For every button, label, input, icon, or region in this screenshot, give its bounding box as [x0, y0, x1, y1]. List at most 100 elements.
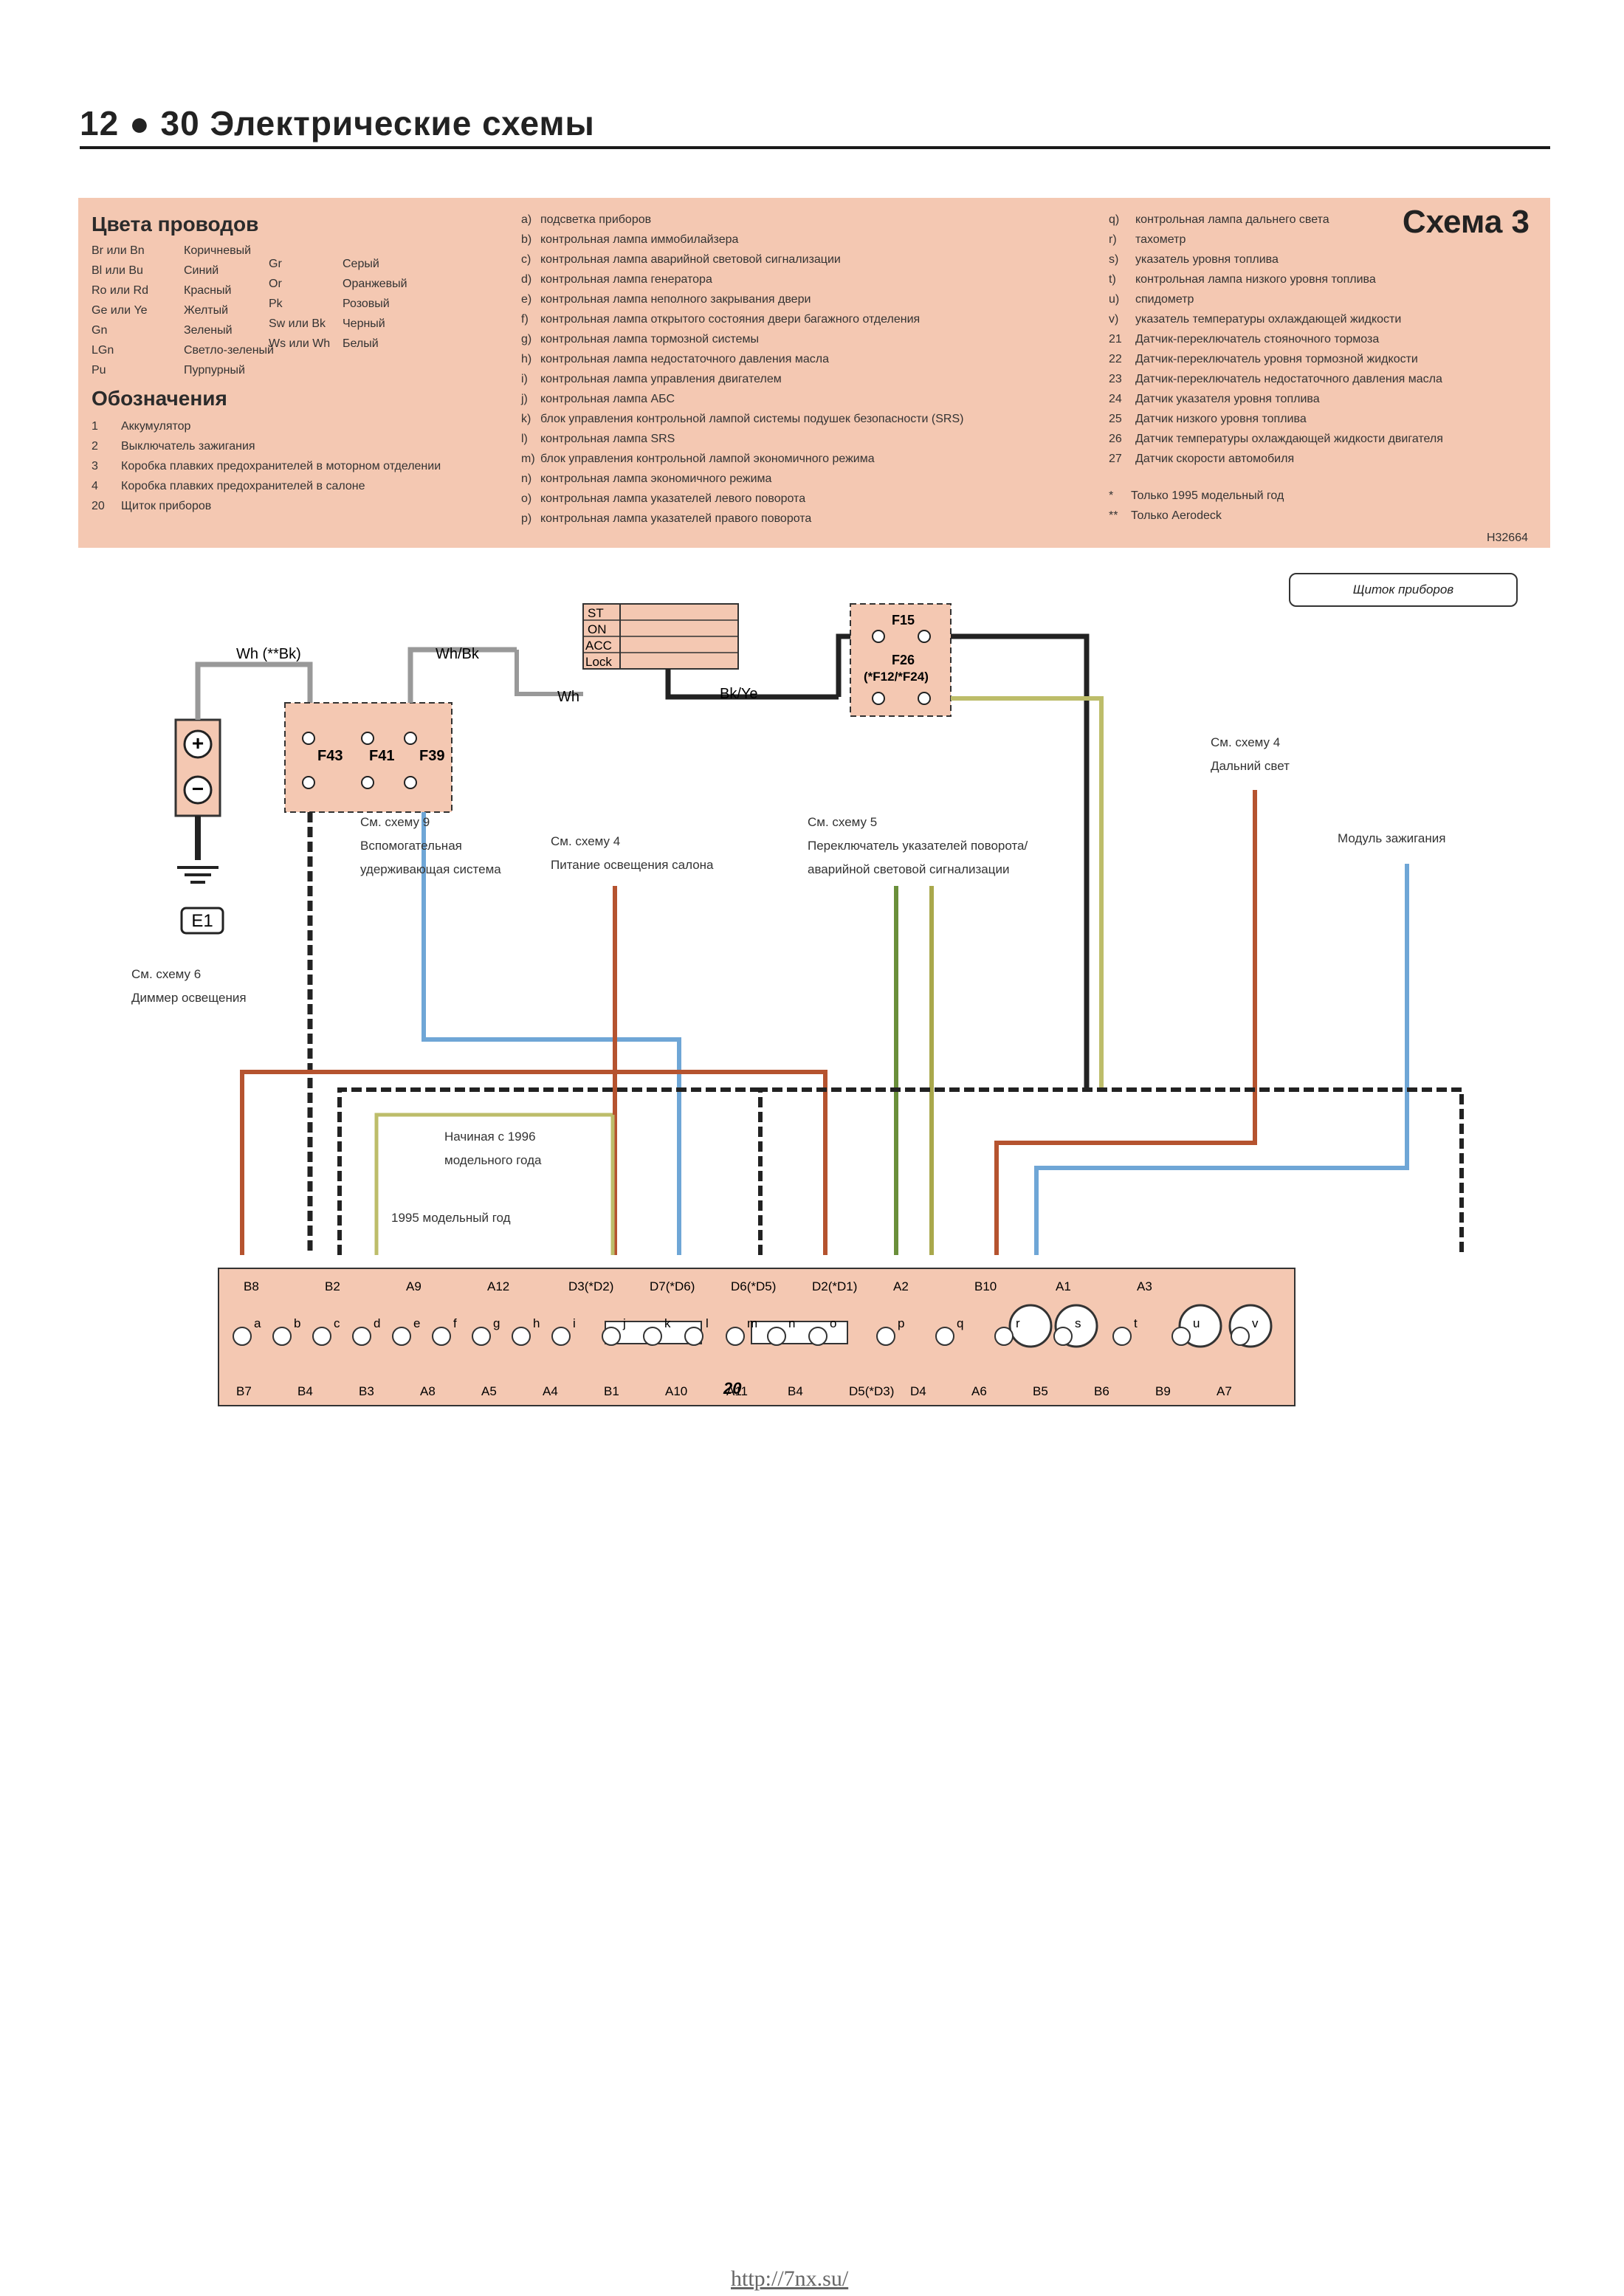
- ref-scheme9-l2: удерживающая система: [360, 862, 501, 876]
- cluster-pin-top: A2: [893, 1279, 909, 1293]
- designation-text: Щиток приборов: [121, 500, 212, 512]
- fuse-f26-label: F26: [892, 653, 915, 667]
- figure-code: H32664: [1486, 532, 1528, 544]
- lamp-symbol: [312, 1327, 331, 1346]
- instrument-item-text: контрольная лампа SRS: [540, 433, 675, 445]
- wire-color-code: Gn: [92, 324, 108, 337]
- instrument-item-key: h): [521, 353, 532, 365]
- lamp-symbol: [1171, 1327, 1191, 1346]
- legend-note-key: **: [1109, 509, 1118, 522]
- lamp-letter: f: [453, 1316, 457, 1330]
- lamp-symbol: [726, 1327, 745, 1346]
- instrument-item-text: контрольная лампа генератора: [540, 273, 712, 286]
- instrument-item-key: o): [521, 492, 532, 505]
- instrument-panel-tag: Щиток приборов: [1289, 573, 1518, 607]
- cluster-pin-top: B2: [325, 1279, 340, 1293]
- wire-bk-ye-ign: [665, 669, 839, 700]
- instrument-item-key: t): [1109, 273, 1116, 286]
- wire-color-code: Ge или Ye: [92, 304, 148, 317]
- wire-color-name: Серый: [343, 258, 379, 270]
- instrument-item-key: j): [521, 393, 528, 405]
- lamp-symbol: [272, 1327, 292, 1346]
- lamp-letter: c: [334, 1316, 340, 1330]
- instrument-item-text: подсветка приборов: [540, 213, 652, 226]
- ref-scheme9-l1: Вспомогательная: [360, 839, 462, 853]
- instrument-item-text: тахометр: [1135, 233, 1186, 246]
- instrument-item-text: спидометр: [1135, 293, 1194, 306]
- designations-title: Обозначения: [92, 387, 227, 410]
- instrument-item-key: v): [1109, 313, 1119, 326]
- instrument-item-key: f): [521, 313, 529, 326]
- ref-scheme5-l1: Переключатель указателей поворота/: [808, 839, 1028, 853]
- instrument-item-key: i): [521, 373, 528, 385]
- footer-link[interactable]: http://7nx.su/: [731, 2266, 849, 2291]
- wire-rd-gn: [994, 790, 1257, 1255]
- fuse-f43-label: F43: [317, 748, 343, 764]
- cluster-pin-bottom: B7: [236, 1384, 252, 1398]
- header-rule: [80, 146, 1550, 149]
- lamp-symbol: [935, 1327, 954, 1346]
- cluster-pin-top: B10: [974, 1279, 997, 1293]
- note-1995: 1995 модельный год: [391, 1211, 511, 1225]
- cluster-pin-bottom: A8: [420, 1384, 436, 1398]
- designation-text: Коробка плавких предохранителей в салоне: [121, 480, 365, 492]
- cluster-pin-bottom: A7: [1217, 1384, 1232, 1398]
- wire-ye-vertical: [951, 696, 1104, 1090]
- ref-scheme4-l1: Питание освещения салона: [551, 858, 714, 872]
- wire-label-wh-bk: Wh/Bk: [436, 646, 480, 662]
- designation-text: Выключатель зажигания: [121, 440, 255, 453]
- cluster-pin-bottom: B4: [297, 1384, 313, 1398]
- page-title: Электрические схемы: [210, 104, 595, 142]
- wire-color-name: Черный: [343, 317, 385, 330]
- instrument-item-text: контрольная лампа неполного закрывания д…: [540, 293, 811, 306]
- lamp-letter: t: [1134, 1316, 1138, 1330]
- wire-color-code: Ws или Wh: [269, 337, 331, 350]
- cluster-pin-top: A9: [406, 1279, 422, 1293]
- lamp-letter: q: [957, 1316, 963, 1330]
- instrument-item-key: 26: [1109, 433, 1122, 445]
- svg-text:−: −: [192, 777, 204, 800]
- fuse-f41-label: F41: [369, 748, 394, 764]
- fuse-f39-label: F39: [419, 748, 444, 764]
- instrument-item-key: q): [1109, 213, 1120, 226]
- wire-bk-ye-fuse: [836, 633, 850, 697]
- lamp-letter: v: [1252, 1316, 1259, 1330]
- cluster-pin-bottom: B6: [1094, 1384, 1109, 1398]
- wire-color-code: Sw или Bk: [269, 317, 326, 330]
- cluster-pin-bottom: A4: [543, 1384, 558, 1398]
- scheme-title: Схема 3: [1402, 204, 1530, 240]
- lamp-symbol: [1053, 1327, 1073, 1346]
- lamp-letter: m: [747, 1316, 757, 1330]
- wire-bk-ye-vertical: [951, 633, 1090, 1090]
- instrument-item-key: 24: [1109, 393, 1122, 405]
- lamp-symbol: [551, 1327, 571, 1346]
- instrument-item-text: контрольная лампа дальнего света: [1135, 213, 1329, 226]
- cluster-pin-bottom: A5: [481, 1384, 497, 1398]
- lamp-symbol: [643, 1327, 662, 1346]
- instrument-item-key: r): [1109, 233, 1117, 246]
- cluster-number: 20: [723, 1379, 742, 1398]
- lamp-symbol: [392, 1327, 411, 1346]
- instrument-item-text: Датчик-переключатель недостаточного давл…: [1135, 373, 1442, 385]
- wire-color-name: Светло-зеленый: [184, 344, 274, 357]
- wire-color-name: Желтый: [184, 304, 229, 317]
- engine-fuse-box: [284, 702, 453, 813]
- lamp-letter: e: [413, 1316, 420, 1330]
- wire-label-bk-ye: Bk/Ye: [720, 686, 758, 702]
- lamp-letter: k: [664, 1316, 671, 1330]
- instrument-item-text: Датчик низкого уровня топлива: [1135, 413, 1307, 425]
- ground-e1: [177, 816, 224, 935]
- instrument-item-text: указатель температуры охлаждающей жидкос…: [1135, 313, 1402, 326]
- legend-note-text: Только 1995 модельный год: [1131, 489, 1284, 502]
- ref-ignition-module: Модуль зажигания: [1338, 831, 1446, 845]
- wire-color-name: Пурпурный: [184, 364, 245, 377]
- lamp-letter: a: [254, 1316, 261, 1330]
- lamp-letter: p: [898, 1316, 904, 1330]
- cluster-pin-bottom: D4: [910, 1384, 926, 1398]
- instrument-item-text: блок управления контрольной лампой эконо…: [540, 453, 875, 465]
- cluster-pin-top: D2(*D1): [812, 1279, 857, 1293]
- instrument-item-key: s): [1109, 253, 1119, 266]
- wire-battery: [195, 661, 313, 720]
